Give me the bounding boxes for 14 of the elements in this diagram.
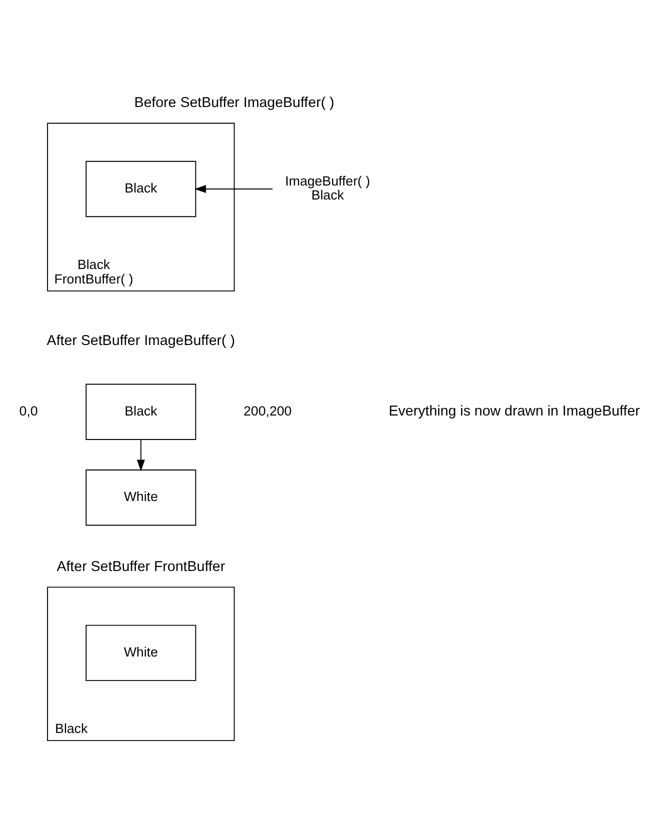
node-box: Black bbox=[86, 160, 196, 217]
node-label: 0,0 bbox=[19, 402, 38, 418]
label: After SetBuffer ImageBuffer( ) bbox=[46, 332, 235, 349]
arrow bbox=[194, 184, 274, 192]
node-box: White bbox=[86, 624, 196, 681]
arrow bbox=[136, 438, 145, 471]
node-text: ImageBuffer( ) Black bbox=[285, 172, 370, 202]
node-box: Black bbox=[86, 383, 196, 440]
node-box: White bbox=[86, 469, 196, 526]
node-label: FrontBuffer( ) bbox=[54, 270, 134, 286]
node-label: 200,200 bbox=[244, 402, 292, 418]
label: Before SetBuffer ImageBuffer( ) bbox=[134, 94, 334, 111]
label: After SetBuffer FrontBuffer bbox=[56, 558, 226, 574]
label: Everything is now drawn in ImageBuffer bbox=[388, 402, 640, 419]
